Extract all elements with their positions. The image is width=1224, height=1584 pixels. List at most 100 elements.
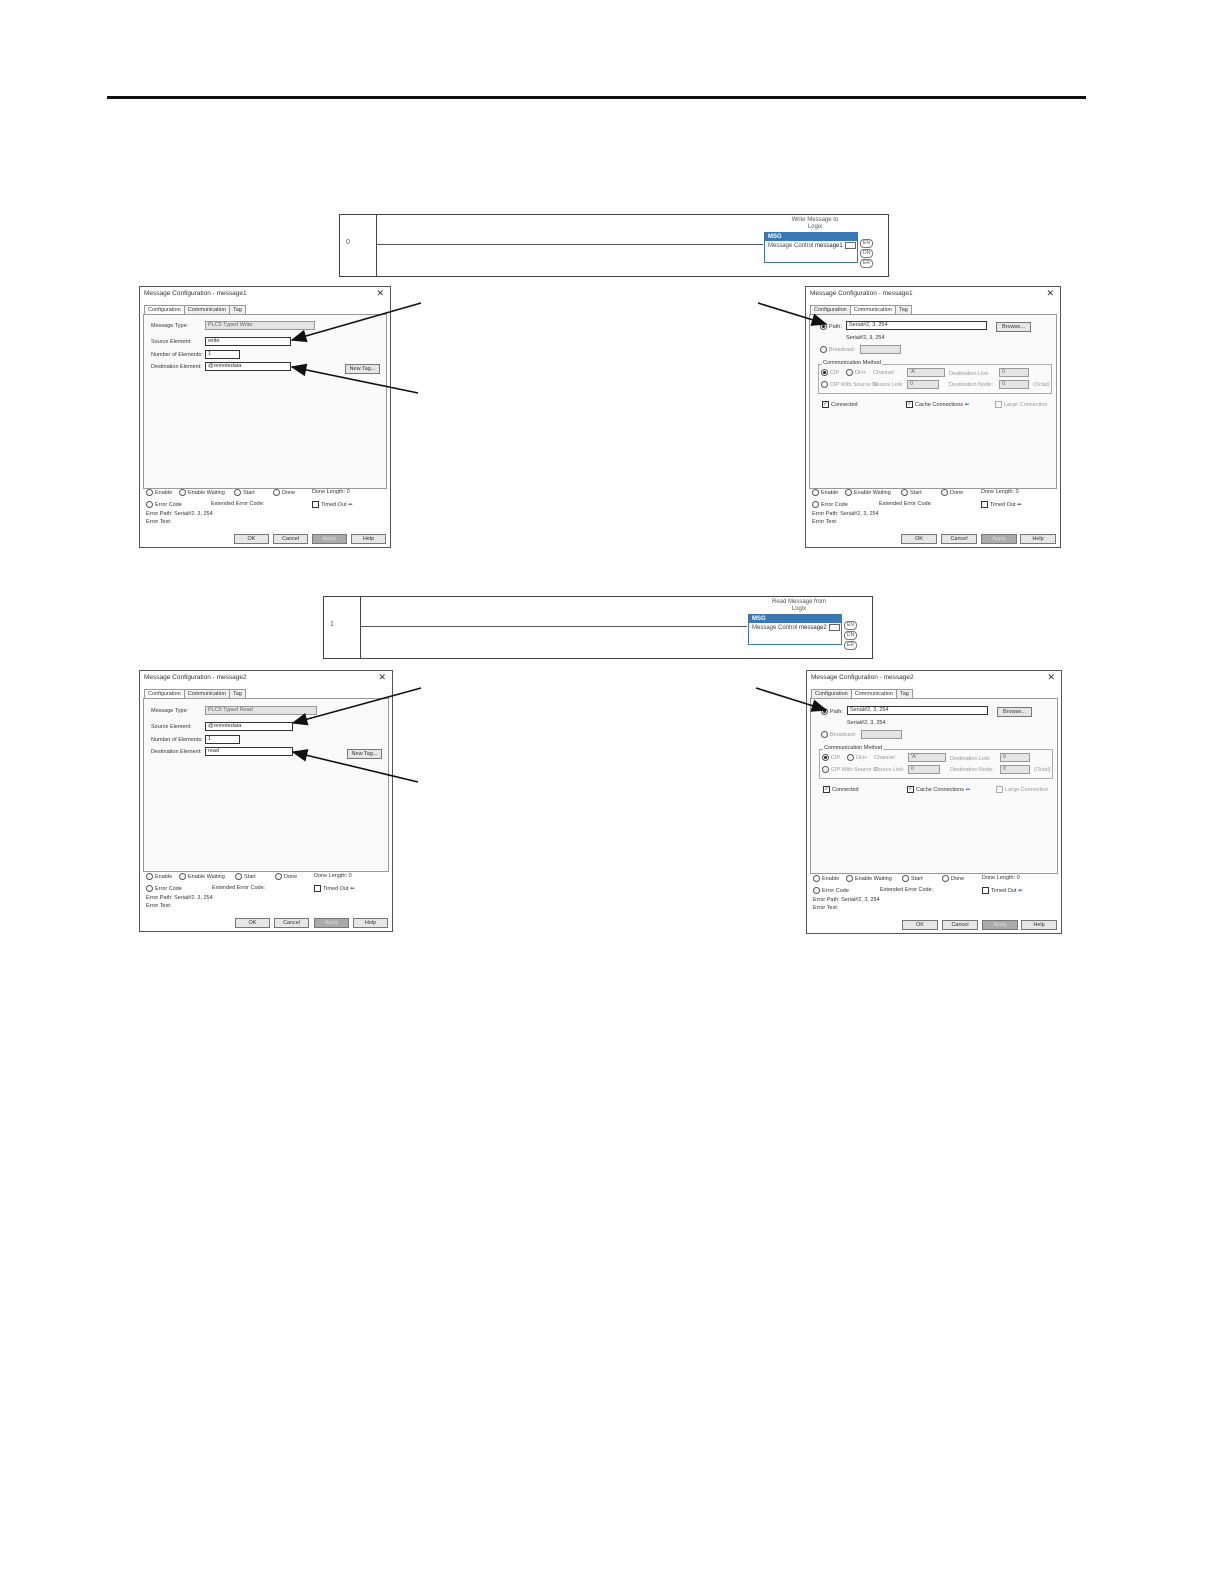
enable-waiting-indicator-icon xyxy=(179,489,186,496)
apply-button[interactable]: Apply xyxy=(981,534,1017,544)
destination-element-select[interactable]: @remotedata xyxy=(205,362,291,371)
close-icon[interactable]: ✕ xyxy=(1047,672,1055,682)
destination-node-stepper[interactable]: 0 xyxy=(1000,765,1030,774)
number-of-elements-stepper[interactable]: 1 xyxy=(205,735,240,744)
number-of-elements-stepper[interactable]: 1 xyxy=(205,350,240,359)
cancel-button[interactable]: Cancel xyxy=(942,920,978,930)
cache-connections-label: Cache Connections xyxy=(915,401,964,408)
cip-with-source-id-label: CIP With xyxy=(831,766,853,773)
apply-button[interactable]: Apply xyxy=(312,534,347,544)
channel-select[interactable]: 'A' xyxy=(907,368,945,377)
tab-configuration[interactable]: Configuration xyxy=(810,305,851,314)
msg-control-tag[interactable]: message1 xyxy=(815,243,843,250)
message-type-select[interactable]: PLC5 Typed Write xyxy=(205,321,315,330)
source-element-field[interactable]: @remotedata xyxy=(205,722,293,731)
left-power-rail xyxy=(376,215,377,276)
msg-instruction[interactable]: MSG Message Control message2 xyxy=(748,614,842,645)
ok-button[interactable]: OK xyxy=(901,534,937,544)
enable-indicator-icon xyxy=(146,489,153,496)
path-radio[interactable] xyxy=(820,323,827,330)
source-link-stepper[interactable]: 0 xyxy=(907,380,939,389)
destination-node-stepper[interactable]: 0 xyxy=(999,380,1029,389)
close-icon[interactable]: ✕ xyxy=(378,672,386,682)
tab-tag[interactable]: Tag xyxy=(895,689,913,698)
message-type-select[interactable]: PLC5 Typed Read xyxy=(205,706,317,715)
ok-button[interactable]: OK xyxy=(235,918,270,928)
cancel-button[interactable]: Cancel xyxy=(274,918,309,928)
path-radio[interactable] xyxy=(821,708,828,715)
broadcast-label: Broadcast: xyxy=(829,346,856,353)
connected-checkbox[interactable]: ✓ xyxy=(822,401,829,408)
apply-button[interactable]: Apply xyxy=(314,918,349,928)
tab-configuration[interactable]: Configuration xyxy=(811,689,852,698)
tab-tag[interactable]: Tag xyxy=(894,305,912,314)
help-button[interactable]: Help xyxy=(351,534,386,544)
cache-connections-checkbox[interactable]: ✓ xyxy=(907,786,914,793)
close-icon[interactable]: ✕ xyxy=(376,288,384,298)
broadcast-select[interactable] xyxy=(861,730,902,739)
timed-out-checkbox[interactable] xyxy=(981,501,988,508)
cip-with-source-id-radio[interactable] xyxy=(821,381,828,388)
new-tag-button[interactable]: New Tag... xyxy=(345,364,380,374)
tab-communication[interactable]: Communication xyxy=(183,689,230,698)
large-connection-checkbox[interactable] xyxy=(995,401,1002,408)
tab-tag[interactable]: Tag xyxy=(228,305,246,314)
broadcast-select[interactable] xyxy=(860,345,901,354)
start-label: Start xyxy=(911,875,923,882)
msg-instruction[interactable]: MSG Message Control message1 xyxy=(764,232,858,263)
dialog-title: Message Configuration - message1 xyxy=(144,290,247,297)
dh-plus-radio[interactable] xyxy=(846,369,853,376)
cache-connections-checkbox[interactable]: ✓ xyxy=(906,401,913,408)
ok-button[interactable]: OK xyxy=(902,920,938,930)
help-button[interactable]: Help xyxy=(1020,534,1056,544)
tab-configuration[interactable]: Configuration xyxy=(144,305,185,314)
source-link-stepper[interactable]: 0 xyxy=(908,765,940,774)
cancel-button[interactable]: Cancel xyxy=(273,534,308,544)
destination-link-stepper[interactable]: 0 xyxy=(999,368,1029,377)
tab-tag[interactable]: Tag xyxy=(228,689,246,698)
destination-link-stepper[interactable]: 0 xyxy=(1000,753,1030,762)
dh-plus-radio[interactable] xyxy=(847,754,854,761)
source-element-field[interactable]: write xyxy=(205,337,291,346)
cip-with-source-id-radio[interactable] xyxy=(822,766,829,773)
msg-control-label: Message Control xyxy=(752,625,798,632)
tab-configuration[interactable]: Configuration xyxy=(144,689,185,698)
arrow-icon: ⬅ xyxy=(1018,887,1023,894)
cancel-button[interactable]: Cancel xyxy=(941,534,977,544)
channel-select[interactable]: 'A' xyxy=(908,753,946,762)
msg-control-tag[interactable]: message2 xyxy=(799,625,827,632)
cip-radio[interactable] xyxy=(822,754,829,761)
cip-label: CIP xyxy=(831,754,841,761)
new-tag-button[interactable]: New Tag... xyxy=(347,749,382,759)
path-resolved: Serial#2, 3, 254 xyxy=(846,335,885,341)
broadcast-radio[interactable] xyxy=(820,346,827,353)
rung-number: 0 xyxy=(346,239,350,246)
path-field[interactable]: Serial#2, 3, 254 xyxy=(847,706,988,715)
tab-communication[interactable]: Communication xyxy=(850,689,897,698)
timed-out-checkbox[interactable] xyxy=(314,885,321,892)
help-button[interactable]: Help xyxy=(353,918,388,928)
path-field[interactable]: Serial#2, 3, 254 xyxy=(846,321,987,330)
ok-button[interactable]: OK xyxy=(234,534,269,544)
apply-button[interactable]: Apply xyxy=(982,920,1018,930)
browse-button[interactable]: Browse... xyxy=(996,322,1031,332)
cip-radio[interactable] xyxy=(821,369,828,376)
destination-element-select[interactable]: read xyxy=(205,747,293,756)
dh-plus-label: DH+ xyxy=(856,754,868,761)
connected-checkbox[interactable]: ✓ xyxy=(823,786,830,793)
tab-communication[interactable]: Communication xyxy=(849,305,896,314)
timed-out-checkbox[interactable] xyxy=(982,887,989,894)
browse-button[interactable]: Browse... xyxy=(997,707,1032,717)
cip-with-source-id-label-2: Source ID xyxy=(853,381,878,388)
large-connection-checkbox[interactable] xyxy=(996,786,1003,793)
path-label: Path: xyxy=(829,323,842,330)
tab-communication[interactable]: Communication xyxy=(183,305,230,314)
msg-config-button[interactable] xyxy=(844,242,856,249)
timed-out-checkbox[interactable] xyxy=(312,501,319,508)
close-icon[interactable]: ✕ xyxy=(1046,288,1054,298)
broadcast-radio[interactable] xyxy=(821,731,828,738)
help-button[interactable]: Help xyxy=(1021,920,1057,930)
error-text-label: Error Text: xyxy=(146,903,172,909)
msg-config-button[interactable] xyxy=(828,624,840,631)
